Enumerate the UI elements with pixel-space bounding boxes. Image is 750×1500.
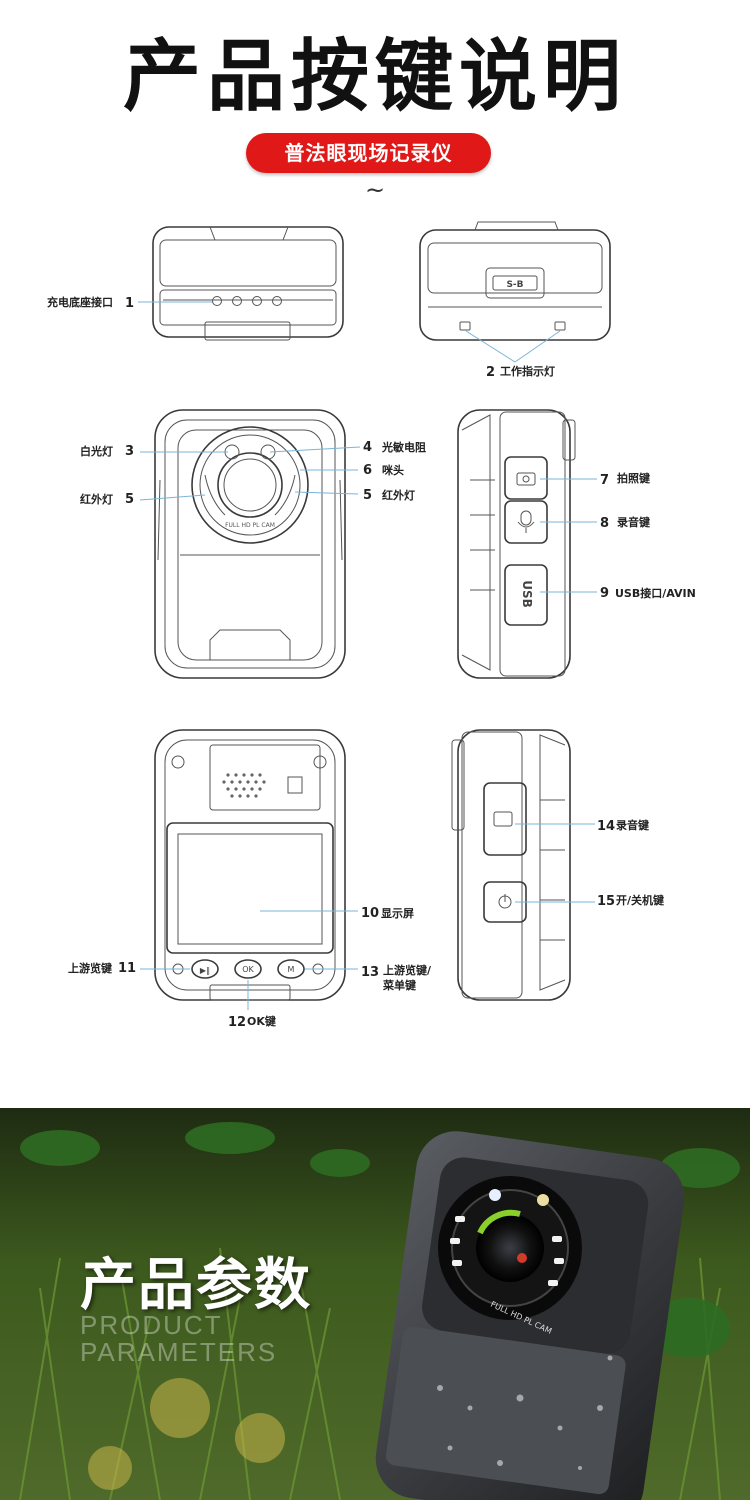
- label-browse-up-left: 上游览键: [68, 961, 113, 975]
- number-8: 8: [600, 516, 609, 531]
- number-12: 12: [228, 1015, 246, 1030]
- svg-text:▶‖: ▶‖: [200, 966, 210, 975]
- label-ir-light-left: 红外灯: [80, 492, 113, 506]
- number-15: 15: [597, 894, 615, 909]
- ornament-tilde: ~: [364, 176, 386, 204]
- params-subtitle-en-2: PARAMETERS: [80, 1337, 278, 1367]
- number-9: 9: [600, 586, 609, 601]
- side-view-device-1: USB: [457, 409, 576, 679]
- label-microphone: 咪头: [382, 463, 404, 477]
- number-5-right: 5: [363, 488, 372, 503]
- params-camera-image: FULL HD PL CAM: [375, 1131, 685, 1500]
- label-ok-button: OK键: [247, 1014, 277, 1028]
- number-5-left: 5: [125, 492, 134, 507]
- label-work-indicator: 工作指示灯: [500, 364, 555, 378]
- number-2: 2: [486, 365, 495, 380]
- label-usb-avin: USB接口/AVIN: [615, 586, 696, 600]
- params-photo: FULL HD PL CAM: [0, 1108, 750, 1500]
- label-charging-dock: 充电底座接口: [47, 295, 113, 309]
- product-name-badge: 普法眼现场记录仪: [246, 133, 491, 173]
- label-photoresistor: 光敏电阻: [381, 440, 426, 454]
- label-browse-up-menu-2: 菜单键: [382, 978, 417, 992]
- label-white-light: 白光灯: [80, 444, 113, 458]
- ok-button-mark: OK: [242, 965, 254, 974]
- params-subtitle-en-1: PRODUCT: [80, 1310, 223, 1340]
- number-14: 14: [597, 819, 615, 834]
- number-10: 10: [361, 906, 379, 921]
- number-4: 4: [363, 440, 372, 455]
- front-lens-text: FULL HD PL CAM: [225, 522, 275, 529]
- label-ir-light-right: 红外灯: [382, 488, 415, 502]
- label-power-button: 开/关机键: [616, 893, 665, 907]
- label-photo-button: 拍照键: [617, 471, 651, 485]
- number-3: 3: [125, 444, 134, 459]
- number-13: 13: [361, 965, 379, 980]
- label-display: 显示屏: [381, 907, 414, 920]
- side-usb-text: USB: [520, 580, 534, 608]
- page-title: 产品按键说明: [122, 32, 627, 122]
- button-diagram: 充电底座接口 1 S-B 2 工作指示灯: [47, 221, 696, 1030]
- number-1: 1: [125, 296, 134, 311]
- number-11: 11: [118, 961, 136, 976]
- top-view-device-2: S-B: [419, 221, 611, 341]
- label-browse-up-menu-1: 上游览键/: [383, 963, 432, 977]
- side-view-device-2: [451, 729, 571, 1001]
- menu-button-mark: M: [288, 965, 295, 974]
- number-6: 6: [363, 463, 372, 478]
- number-7: 7: [600, 473, 609, 488]
- top-view-device: [152, 226, 344, 341]
- top-usb-mark: S-B: [506, 280, 523, 290]
- label-record-button-2: 录音键: [616, 818, 650, 832]
- label-record-button: 录音键: [617, 515, 651, 529]
- back-view-device: ▶‖ OK M: [154, 729, 346, 1001]
- front-view-device: FULL HD PL CAM: [154, 409, 346, 679]
- params-title: 产品参数: [80, 1253, 312, 1318]
